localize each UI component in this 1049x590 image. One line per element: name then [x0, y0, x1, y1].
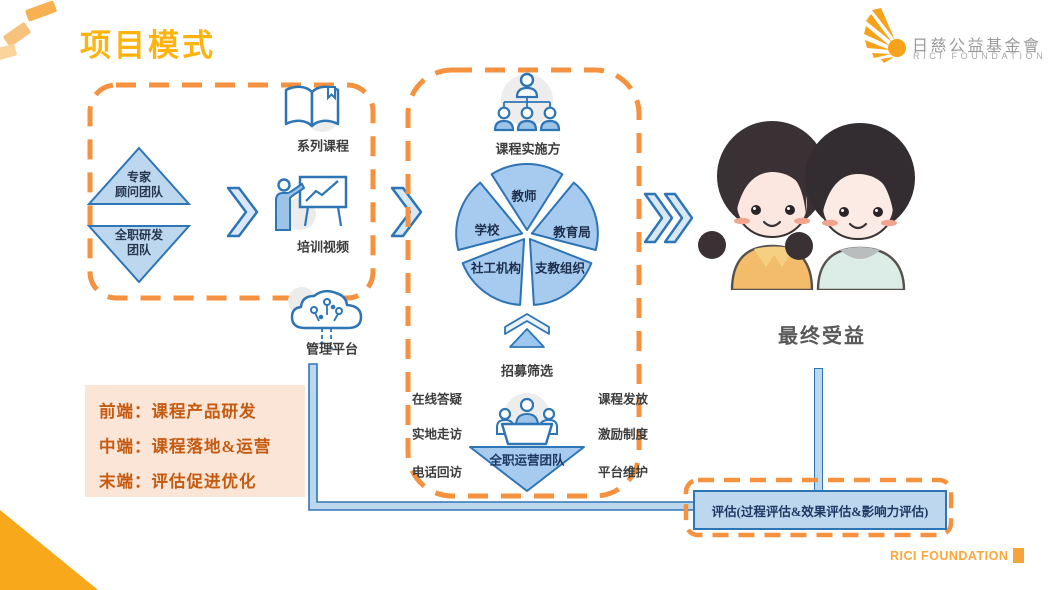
course-implementer-label: 课程实施方 [495, 141, 561, 157]
up-arrow-icon [504, 313, 550, 348]
training-video-label: 培训视频 [296, 239, 350, 255]
activity-incentive-system: 激励制度 [597, 427, 649, 442]
ops-team-triangle [469, 446, 585, 492]
stakeholder-pie [455, 163, 599, 306]
evaluation-box: 评估(过程评估&效果评估&影响力评估) [693, 490, 947, 530]
rnd-team-triangle [87, 225, 191, 284]
chevron-right-icon-1 [226, 186, 259, 238]
book-icon [284, 85, 340, 132]
logo-name-cn: 日慈公益基金會 [912, 38, 1042, 55]
recruitment-label: 招募筛选 [500, 363, 554, 379]
expert-team-label: 专家顾问团队 [114, 170, 164, 199]
connector-l-shape [308, 363, 702, 511]
activity-phone-followup: 电话回访 [411, 465, 463, 480]
beneficiary-label: 最终受益 [778, 325, 866, 348]
legend-line-end: 末端：评估促进优化 [99, 472, 257, 491]
series-course-label: 系列课程 [296, 138, 350, 154]
org-chart-icon [493, 72, 561, 132]
activity-field-visit: 实地走访 [411, 427, 463, 442]
pie-label-teachers: 教师 [511, 189, 537, 204]
footer-square [1013, 548, 1024, 563]
decor-shape-1 [24, 0, 58, 22]
double-chevron-right-icon [643, 192, 694, 244]
activity-platform-maintenance: 平台维护 [597, 465, 649, 480]
corner-triangle [0, 510, 98, 590]
footer-brand: RICI FOUNDATION [890, 549, 1009, 563]
sun-rays-icon [864, 8, 906, 63]
decor-shape-2 [2, 21, 32, 48]
decor-shape-3 [0, 43, 18, 61]
rnd-team-label: 全职研发团队 [114, 228, 164, 257]
pie-label-teaching-orgs: 支教组织 [534, 261, 586, 276]
cloud-platform-icon [288, 287, 363, 350]
girls-illustration [698, 121, 915, 290]
connector-beneficiary [814, 368, 823, 492]
pie-label-education-bureau: 教育局 [553, 225, 591, 240]
management-platform-label: 管理平台 [305, 341, 359, 357]
activity-online-qa: 在线答疑 [411, 392, 463, 407]
activity-course-distribution: 课程发放 [597, 392, 649, 407]
expert-team-triangle [87, 146, 191, 205]
evaluation-label: 评估(过程评估&效果评估&影响力评估) [711, 504, 929, 519]
pie-label-social-work: 社工机构 [470, 261, 522, 276]
training-video-icon [275, 175, 348, 231]
pie-label-schools: 学校 [474, 223, 500, 238]
logo-name-en: RICI FOUNDATION [913, 51, 1047, 61]
page-title: 项目模式 [80, 28, 216, 63]
frontend-dashed-box [87, 82, 376, 301]
legend-line-mid: 中端：课程落地&运营 [99, 437, 272, 456]
implementation-dashed-box [405, 67, 642, 499]
legend-box: 前端：课程产品研发 中端：课程落地&运营 末端：评估促进优化 [85, 385, 305, 497]
legend-line-front: 前端：课程产品研发 [99, 402, 257, 421]
meeting-icon [496, 393, 558, 446]
ops-team-label: 全职运营团队 [489, 453, 565, 468]
evaluation-dashed-box [683, 477, 954, 538]
